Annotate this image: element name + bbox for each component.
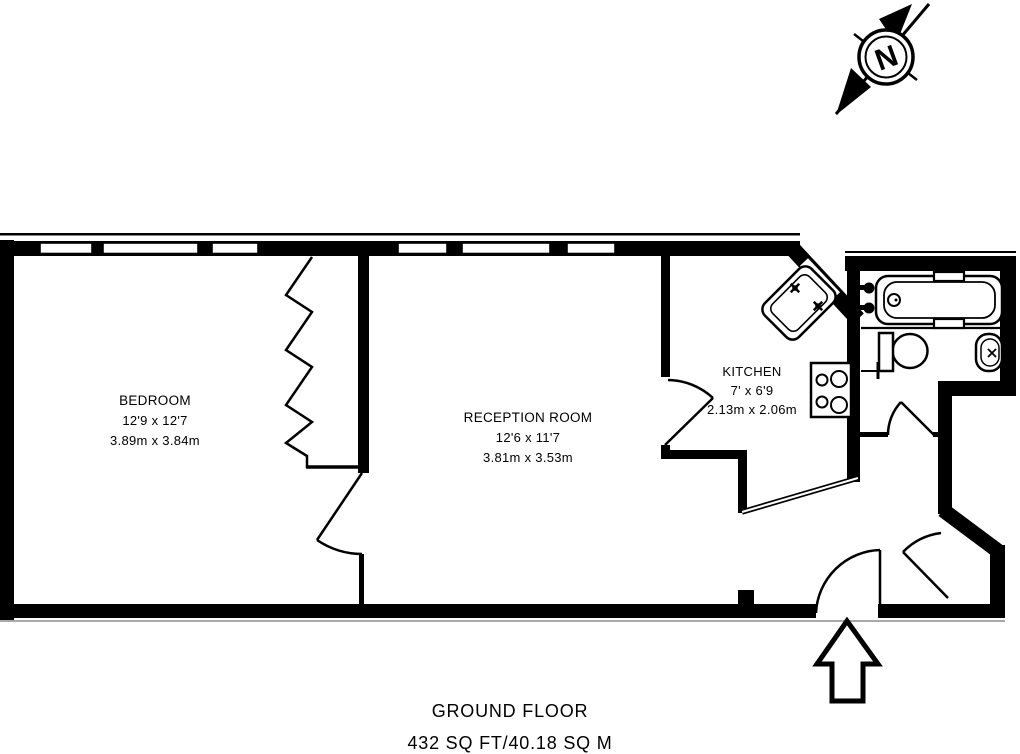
kitchen-sink-tap-2 [812, 300, 824, 312]
bedroom-label: BEDROOM 12'9 x 12'7 3.89m x 3.84m [55, 391, 255, 451]
hob-burner-2 [815, 395, 829, 409]
basin [974, 332, 1004, 373]
wall-bathroom-south-jamb [933, 432, 940, 437]
kitchen-size-imperial: 7' x 6'9 [730, 383, 774, 398]
door-hall-cupboard [902, 531, 949, 599]
wall-bathroom-southeast [938, 381, 1016, 396]
wall-top-bathroom [845, 256, 1016, 271]
floor-title: GROUND FLOOR [431, 701, 589, 721]
wall-right [1000, 256, 1016, 396]
windows [39, 242, 616, 255]
toilet-bowl [891, 332, 929, 370]
wall-kitchen-south [661, 450, 747, 459]
doors [315, 378, 949, 616]
wall-bedroom-divider [358, 255, 369, 473]
door-kitchen [664, 378, 714, 446]
bath-tap-stem-1 [858, 285, 867, 290]
compass-outer-ring [857, 28, 915, 86]
wall-left [0, 240, 14, 620]
bedroom-name: BEDROOM [119, 393, 191, 408]
wall-kitchen-divider [661, 255, 670, 377]
bath-tap-stem-2 [858, 305, 867, 310]
compass-south-pointer [836, 68, 871, 115]
wall-right-lower [990, 545, 1005, 618]
outer-leaf-line-bathroom [845, 251, 1016, 253]
door-entry [814, 548, 882, 616]
door-bathroom [886, 401, 936, 437]
kitchen-size-metric: 2.13m x 2.06m [707, 402, 797, 417]
window-reception-1 [397, 242, 448, 255]
bath [858, 270, 1004, 330]
hob-burner-4 [830, 396, 848, 414]
bath-drain-dot [894, 298, 898, 302]
wall-bathroom-south-thin [858, 432, 888, 437]
basin-tap-icon [987, 348, 997, 358]
reception-label: RECEPTION ROOM 12'6 x 11'7 3.81m x 3.53m [428, 408, 628, 468]
compass-inner-ring [864, 35, 908, 79]
kitchen-sink [761, 265, 837, 341]
bath-tap-2 [863, 302, 875, 314]
kitchen-label: KITCHEN 7' x 6'9 2.13m x 2.06m [672, 362, 832, 419]
wall-bedroom-divider-lower [359, 554, 364, 605]
toilet [876, 331, 929, 379]
hob [809, 361, 853, 419]
window-bedroom-3 [211, 242, 259, 255]
compass-north-pointer [879, 4, 912, 44]
kitchen-sink-inner [769, 273, 829, 333]
compass-tick-west [853, 33, 864, 42]
hob-burner-3 [830, 370, 848, 388]
wall-reception-stub [738, 590, 754, 604]
reception-name: RECEPTION ROOM [463, 410, 593, 425]
wall-bottom-right [878, 604, 1000, 618]
hob-burner-1 [815, 373, 829, 387]
bath-tap-1 [863, 282, 875, 294]
reception-size-imperial: 12'6 x 11'7 [495, 430, 561, 445]
entry-arrow [812, 616, 883, 704]
wardrobe [283, 256, 358, 469]
bedroom-size-metric: 3.89m x 3.84m [110, 433, 200, 448]
window-reception-3 [566, 242, 616, 255]
window-reception-2 [461, 242, 551, 255]
toilet-cistern [877, 331, 895, 373]
wall-hall-east [938, 394, 952, 514]
basin-inner [980, 338, 1000, 367]
bath-drain [887, 293, 901, 307]
bottom-shadow-line [0, 620, 1005, 622]
wall-kitchen-west-lower [738, 450, 747, 513]
wardrobe-zigzag [283, 256, 315, 458]
wall-bottom-left [0, 604, 816, 618]
bath-handle-top [932, 270, 966, 283]
outer-leaf-line-top [0, 233, 800, 236]
window-bedroom-1 [39, 242, 93, 255]
window-bedroom-2 [102, 242, 199, 255]
door-bedroom [315, 472, 364, 556]
bedroom-size-imperial: 12'9 x 12'7 [122, 413, 188, 428]
kitchen-sink-tap-1 [789, 282, 801, 294]
kitchen-name: KITCHEN [722, 364, 782, 379]
wall-hall-diagonal [938, 503, 1003, 558]
compass: N [834, 3, 931, 115]
compass-tick-east [907, 72, 918, 81]
wall-kitchen-south-diagonal-core [741, 476, 859, 514]
bath-handle-bottom [932, 317, 966, 330]
floor-area: 432 SQ FT/40.18 SQ M [407, 733, 613, 753]
reception-size-metric: 3.81m x 3.53m [483, 450, 573, 465]
